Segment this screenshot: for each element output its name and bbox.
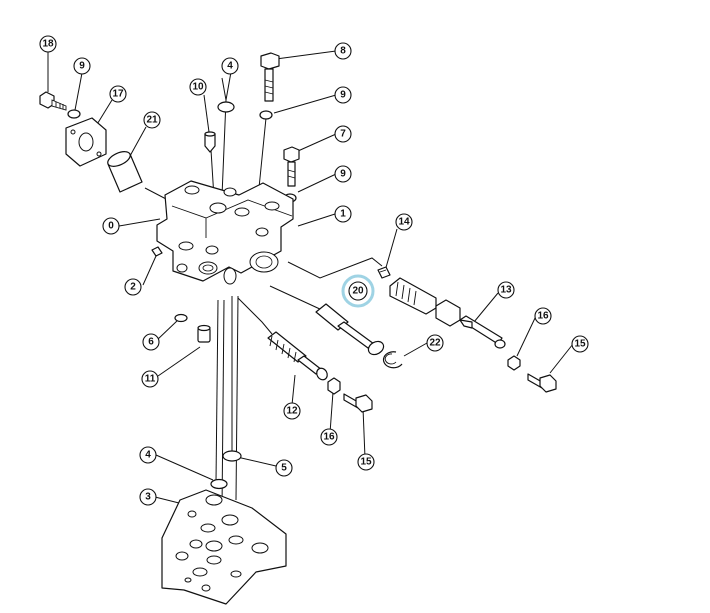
callout-2: 2 [124, 278, 142, 296]
spool-13 [389, 277, 506, 349]
callout-label: 9 [340, 169, 346, 180]
callout-label: 5 [281, 463, 287, 474]
plug-10 [204, 131, 216, 153]
callout-label: 3 [145, 492, 151, 503]
callout-label: 10 [192, 82, 204, 93]
callout-16-left: 16 [320, 428, 338, 446]
callout-20: 20 [341, 274, 375, 308]
screw-15-right [527, 373, 557, 393]
callout-label: 2 [130, 282, 136, 293]
sleeve-21 [107, 151, 143, 193]
cap-14 [377, 266, 391, 279]
callout-12: 12 [283, 402, 301, 420]
callout-label: 8 [340, 46, 346, 57]
callout-label: 11 [145, 374, 156, 385]
callout-label: 12 [286, 406, 298, 417]
callout-label: 13 [500, 285, 512, 296]
highlight-ring [341, 274, 375, 308]
nut-16-left [327, 377, 341, 395]
callout-0: 0 [102, 217, 120, 235]
callout-label: 7 [340, 129, 346, 140]
bolt-7 [283, 146, 300, 187]
callout-10: 10 [189, 78, 207, 96]
callout-6: 6 [142, 333, 160, 351]
callout-label: 1 [340, 209, 346, 220]
callout-16-right: 16 [534, 307, 552, 325]
callout-3: 3 [139, 488, 157, 506]
callout-label: 14 [398, 217, 410, 228]
callout-17: 17 [109, 85, 127, 103]
callout-label: 9 [79, 61, 85, 72]
pin-2 [151, 246, 163, 257]
callout-9-mid: 9 [334, 86, 352, 104]
callout-9-right: 9 [334, 165, 352, 183]
callout-8: 8 [334, 42, 352, 60]
callout-label: 9 [340, 90, 346, 101]
callout-label: 21 [146, 115, 158, 126]
callout-9-left: 9 [73, 57, 91, 75]
callout-label: 22 [429, 338, 441, 349]
callout-label: 15 [574, 339, 586, 350]
callout-4-bottom: 4 [139, 446, 157, 464]
callout-label: 16 [537, 311, 549, 322]
valve-body [156, 180, 294, 285]
callout-15-right: 15 [571, 335, 589, 353]
bolt-18 [39, 91, 67, 111]
sleeve-11 [197, 324, 211, 343]
disc-6 [174, 313, 188, 323]
o-ring-5 [222, 450, 242, 462]
callout-14: 14 [395, 213, 413, 231]
callout-4-top: 4 [221, 57, 239, 75]
callout-label: 0 [108, 221, 114, 232]
callout-1: 1 [334, 205, 352, 223]
washer-9-left [67, 109, 81, 119]
callout-label: 15 [360, 457, 372, 468]
callout-label: 20 [352, 286, 364, 297]
callout-label: 4 [145, 450, 151, 461]
callout-label: 6 [148, 337, 154, 348]
washer-9-mid [259, 110, 273, 120]
callout-13: 13 [497, 281, 515, 299]
piston-20 [315, 303, 385, 356]
spool-12 [267, 331, 328, 381]
callout-15-left: 15 [357, 453, 375, 471]
callout-label: 18 [42, 39, 54, 50]
callout-label: 16 [323, 432, 335, 443]
callout-5: 5 [275, 459, 293, 477]
callout-21: 21 [143, 111, 161, 129]
o-ring-4-bottom [210, 478, 228, 490]
snap-ring-22 [382, 351, 403, 369]
screw-15-left [343, 393, 373, 413]
callout-label: 4 [227, 61, 233, 72]
callout-22: 22 [426, 334, 444, 352]
plate-3 [161, 489, 287, 605]
callout-11: 11 [141, 370, 159, 388]
nut-16-right [507, 355, 521, 371]
callout-7: 7 [334, 125, 352, 143]
callout-18: 18 [39, 35, 57, 53]
bolt-8 [260, 52, 280, 102]
o-ring-4-top [217, 101, 235, 113]
gasket-plate-17 [65, 117, 107, 167]
leader-lines [47, 50, 574, 511]
callout-label: 17 [112, 89, 124, 100]
